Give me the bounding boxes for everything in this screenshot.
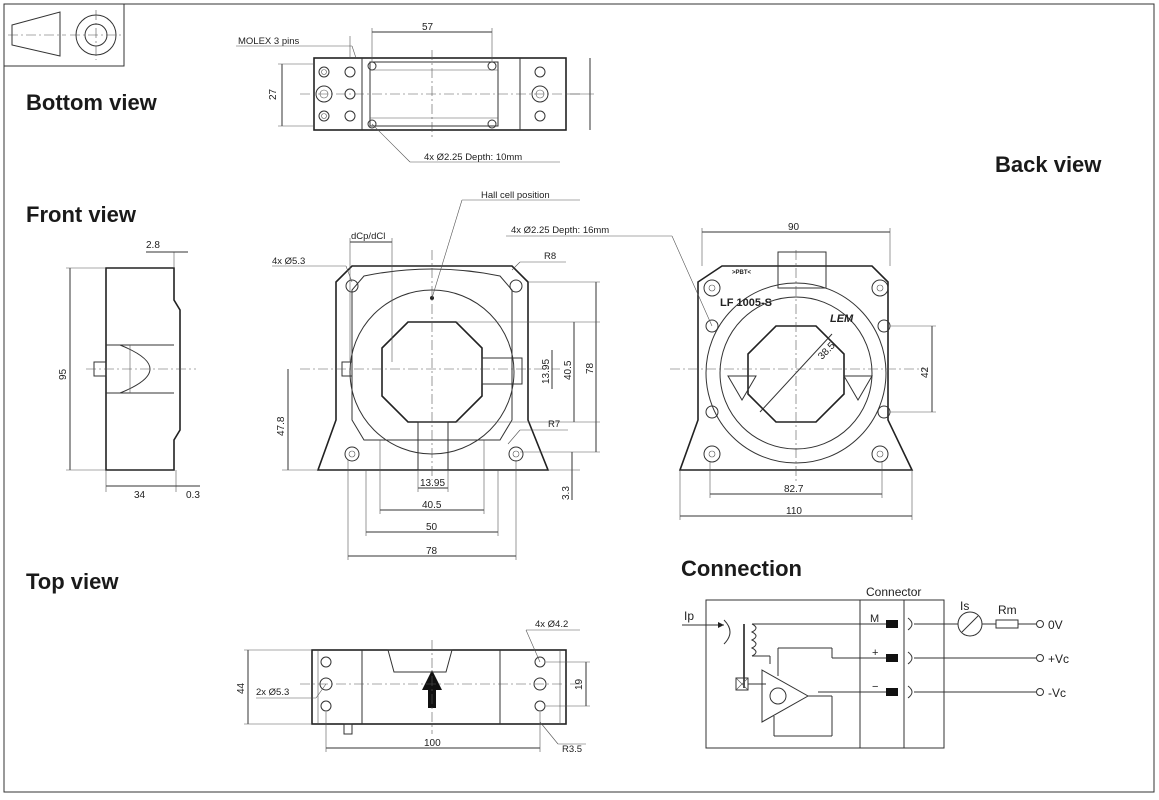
connection-pin-plus: +: [872, 647, 878, 659]
front-view-title: Front view: [26, 202, 137, 227]
connection-ip-label: Ip: [684, 609, 694, 623]
front-dim-33: 3.3: [561, 486, 572, 500]
front-holes-label: 4x Ø5.3: [272, 256, 305, 267]
connection-is-label: Is: [960, 599, 969, 613]
connection-title: Connection: [681, 556, 802, 581]
back-view-title: Back view: [995, 152, 1102, 177]
connection-out-0v: 0V: [1048, 618, 1063, 632]
bottom-dim-width: 57: [422, 22, 434, 33]
top-dim-44: 44: [236, 682, 247, 694]
front-dim-78-h: 78: [426, 546, 438, 557]
connection-schematic: [682, 599, 1044, 749]
connection-connector-label: Connector: [866, 585, 921, 599]
sheet-frame: [3, 3, 1155, 793]
connection-pin-m: M: [870, 613, 879, 625]
front-r7-label: R7: [548, 419, 560, 430]
top-dim-100: 100: [424, 738, 441, 749]
side-dim-depth: 34: [134, 490, 146, 501]
front-dim-478: 47.8: [276, 416, 287, 436]
side-dim-height: 95: [58, 368, 69, 380]
back-brand-logo: LEM: [830, 313, 854, 325]
bottom-dim-height: 27: [268, 88, 279, 100]
connection-rm-label: Rm: [998, 603, 1017, 617]
bottom-connector-label: MOLEX 3 pins: [238, 36, 299, 47]
bottom-view-drawing: [236, 28, 594, 163]
connection-pin-minus: −: [872, 681, 878, 693]
top-holes53-label: 2x Ø5.3: [256, 687, 289, 698]
back-pbt-label: >PBT<: [732, 270, 752, 276]
front-r8-label: R8: [544, 251, 556, 262]
front-view-drawing: [272, 199, 600, 560]
side-dim-thickness: 2.8: [146, 240, 160, 251]
front-dim-1395-h: 13.95: [420, 478, 445, 489]
back-dim-827: 82.7: [784, 484, 804, 495]
side-view-drawing: [66, 251, 200, 492]
front-dim-1395-v: 13.95: [541, 359, 552, 384]
bottom-view-title: Bottom view: [26, 90, 158, 115]
back-model-label: LF 1005-S: [720, 297, 772, 309]
back-dim-42: 42: [920, 366, 931, 378]
front-dcp-label: dCp/dCl: [351, 231, 385, 242]
top-r35-label: R3.5: [562, 744, 582, 755]
side-dim-offset: 0.3: [186, 490, 200, 501]
back-dim-90: 90: [788, 222, 800, 233]
front-dim-78-v: 78: [585, 362, 596, 374]
top-holes42-label: 4x Ø4.2: [535, 619, 568, 630]
front-dim-405-h: 40.5: [422, 500, 442, 511]
back-holes-label: 4x Ø2.25 Depth: 16mm: [511, 225, 609, 236]
top-view-drawing: [244, 629, 590, 752]
bottom-holes-label: 4x Ø2.25 Depth: 10mm: [424, 152, 522, 163]
front-dim-50-h: 50: [426, 522, 438, 533]
connection-out-pvc: +Vc: [1048, 652, 1069, 666]
front-hall-label: Hall cell position: [481, 190, 550, 201]
back-dim-110: 110: [786, 506, 802, 517]
back-view-drawing: [506, 228, 936, 520]
top-dim-19: 19: [574, 678, 585, 690]
top-view-title: Top view: [26, 569, 119, 594]
projection-symbol: [3, 3, 125, 67]
back-dim-385: 38.5: [816, 340, 838, 362]
front-dim-405-v: 40.5: [563, 360, 574, 380]
connection-out-nvc: -Vc: [1048, 686, 1066, 700]
